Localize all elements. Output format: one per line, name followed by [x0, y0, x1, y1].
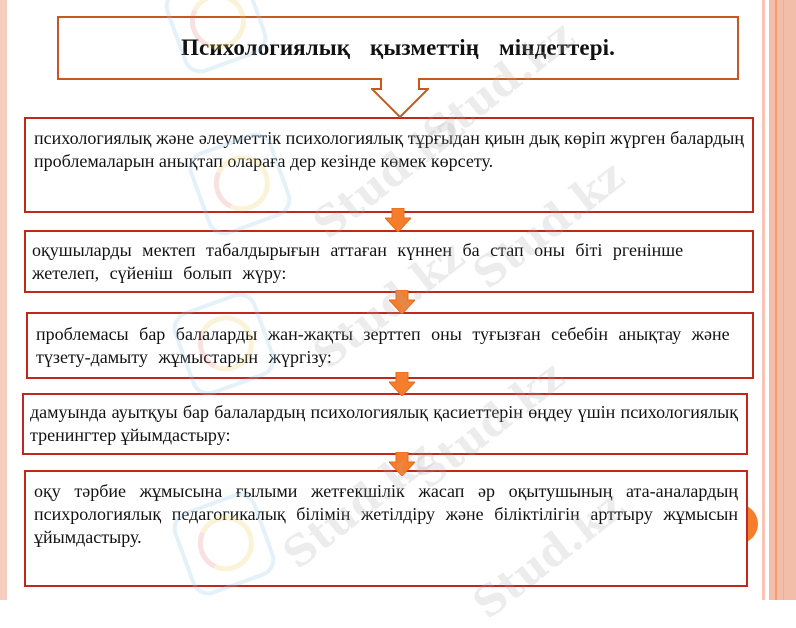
border-stripe — [765, 0, 769, 600]
right-decorative-border — [762, 0, 796, 600]
border-stripe — [775, 0, 777, 600]
border-stripe — [762, 0, 765, 600]
slide-title: Психологиялық қызметтің міндеттері. — [181, 35, 615, 60]
task-text-4: дамуында ауытқуы бар балалардың психолог… — [30, 402, 738, 445]
task-text-5: оқу тәрбие жұмысына ғылыми жетғекшілік ж… — [34, 481, 738, 547]
left-decorative-stripe — [0, 0, 7, 600]
title-box: Психологиялық қызметтің міндеттері. — [57, 16, 739, 80]
border-stripe — [783, 0, 784, 600]
task-box-2: оқушыларды мектеп табалдырығын аттаған к… — [24, 230, 754, 293]
task-text-3: проблемасы бар балаларды жан-жақты зертт… — [36, 324, 730, 367]
outline-down-arrow-icon — [371, 78, 429, 118]
task-text-2: оқушыларды мектеп табалдырығын аттаған к… — [32, 240, 684, 283]
down-arrow-icon — [389, 372, 415, 396]
down-arrow-icon — [385, 208, 411, 232]
task-box-1: психологиялық және әлеуметтік психология… — [24, 117, 754, 213]
task-text-1: психологиялық және әлеуметтік психология… — [34, 128, 744, 171]
down-arrow-icon — [389, 452, 415, 476]
task-box-5: оқу тәрбие жұмысына ғылыми жетғекшілік ж… — [24, 470, 748, 587]
down-arrow-icon — [389, 290, 415, 314]
task-box-3: проблемасы бар балаларды жан-жақты зертт… — [26, 312, 754, 379]
task-box-4: дамуында ауытқуы бар балалардың психолог… — [22, 393, 748, 455]
